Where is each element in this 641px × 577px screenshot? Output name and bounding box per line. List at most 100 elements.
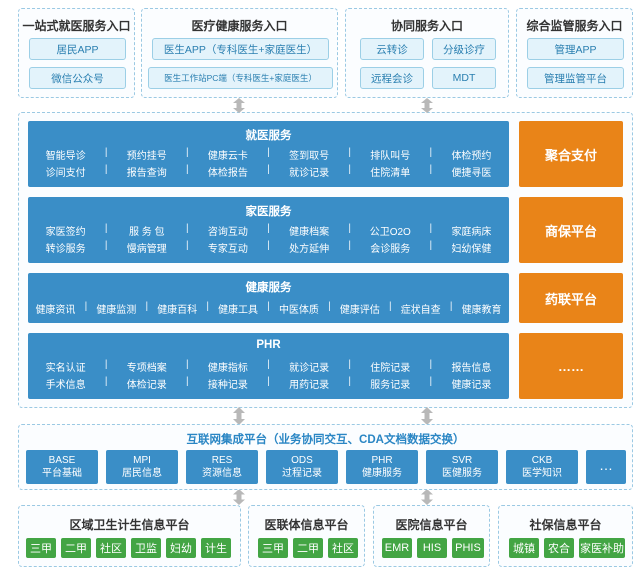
platform-item[interactable]: 社区 bbox=[96, 538, 126, 558]
platform-item[interactable]: 卫监 bbox=[131, 538, 161, 558]
resident-app-button[interactable]: 居民APP bbox=[29, 38, 126, 60]
platform-item[interactable]: PHIS bbox=[452, 538, 484, 558]
service-item[interactable]: 咨询互动 bbox=[207, 227, 248, 238]
pharmacy-alliance-box[interactable]: 药联平台 bbox=[519, 273, 623, 323]
separator: | bbox=[104, 240, 108, 251]
platform-item[interactable]: 农合 bbox=[544, 538, 574, 558]
more-tile[interactable]: … bbox=[586, 450, 626, 484]
service-item[interactable]: 智能导诊 bbox=[45, 151, 86, 162]
medical-service-row-2: 诊间支付| 报告查询| 体检报告| 就诊记录| 住院清单| 便捷寻医 bbox=[28, 164, 509, 179]
doctor-pc-workstation-button[interactable]: 医生工作站PC端（专科医生+家庭医生） bbox=[148, 67, 333, 89]
service-item[interactable]: 健康档案 bbox=[289, 227, 330, 238]
platform-item[interactable]: 二甲 bbox=[293, 538, 323, 558]
medical-service-title: 就医服务 bbox=[245, 130, 292, 142]
service-item[interactable]: 排队叫号 bbox=[370, 151, 411, 162]
service-item[interactable]: 实名认证 bbox=[45, 363, 86, 374]
separator: | bbox=[104, 359, 108, 370]
service-item[interactable]: 症状自查 bbox=[400, 305, 441, 316]
service-item[interactable]: 就诊记录 bbox=[289, 168, 330, 179]
management-platform-button[interactable]: 管理监管平台 bbox=[527, 67, 624, 89]
platform-item[interactable]: 社区 bbox=[328, 538, 358, 558]
separator: | bbox=[186, 359, 189, 370]
service-item[interactable]: 服务记录 bbox=[370, 380, 411, 391]
remote-consult-button[interactable]: 远程会诊 bbox=[360, 67, 424, 89]
service-item[interactable]: 用药记录 bbox=[289, 380, 330, 391]
platform-item[interactable]: EMR bbox=[382, 538, 412, 558]
platform-item[interactable]: 计生 bbox=[201, 538, 231, 558]
service-item[interactable]: 家医签约 bbox=[45, 227, 86, 238]
service-item[interactable]: 公卫O2O bbox=[369, 227, 411, 238]
service-item[interactable]: 体检预约 bbox=[451, 151, 492, 162]
service-item[interactable]: 报告信息 bbox=[451, 363, 492, 374]
service-item[interactable]: 处方延伸 bbox=[289, 244, 330, 255]
service-item[interactable]: 健康资讯 bbox=[35, 305, 76, 316]
platform-item[interactable]: 三甲 bbox=[258, 538, 288, 558]
service-item[interactable]: 住院清单 bbox=[370, 168, 411, 179]
service-item[interactable]: 中医体质 bbox=[278, 305, 319, 316]
service-item[interactable]: 家庭病床 bbox=[451, 227, 492, 238]
tiered-diagnosis-button[interactable]: 分级诊疗 bbox=[432, 38, 496, 60]
service-item[interactable]: 健康评估 bbox=[339, 305, 380, 316]
service-item[interactable]: 手术信息 bbox=[45, 380, 86, 391]
service-item[interactable]: 接种记录 bbox=[207, 380, 248, 391]
platform-item[interactable]: 二甲 bbox=[61, 538, 91, 558]
separator: | bbox=[429, 359, 433, 370]
platform-item[interactable]: HIS bbox=[417, 538, 447, 558]
service-item[interactable]: 预约挂号 bbox=[126, 151, 167, 162]
service-item[interactable]: 妇幼保健 bbox=[451, 244, 492, 255]
double-arrow-icon bbox=[233, 98, 245, 113]
mdt-button[interactable]: MDT bbox=[432, 67, 496, 89]
service-item[interactable]: 慢病管理 bbox=[126, 244, 167, 255]
one-stop-entry-title: 一站式就医服务入口 bbox=[22, 19, 131, 33]
platform-title: 医院信息平台 bbox=[395, 518, 468, 532]
wechat-official-account-button[interactable]: 微信公众号 bbox=[29, 67, 126, 89]
separator: | bbox=[84, 301, 88, 312]
platform-item[interactable]: 三甲 bbox=[26, 538, 56, 558]
platform-item[interactable]: 城镇 bbox=[509, 538, 539, 558]
service-item[interactable]: 健康百科 bbox=[157, 305, 198, 316]
separator: | bbox=[145, 301, 149, 312]
service-item[interactable]: 健康工具 bbox=[218, 305, 259, 316]
service-item[interactable]: 健康云卡 bbox=[207, 151, 248, 162]
service-item[interactable]: 报告查询 bbox=[126, 168, 167, 179]
tile-name: 居民信息 bbox=[122, 468, 162, 479]
service-item[interactable]: 专家互动 bbox=[207, 244, 248, 255]
commercial-insurance-box[interactable]: 商保平台 bbox=[519, 197, 623, 263]
platform-item[interactable]: 家医补助 bbox=[579, 538, 625, 558]
doctor-app-button[interactable]: 医生APP（专科医生+家庭医生） bbox=[152, 38, 329, 60]
separator: | bbox=[267, 359, 270, 370]
service-item[interactable]: 健康监测 bbox=[96, 305, 137, 316]
platform-item[interactable]: 妇幼 bbox=[166, 538, 196, 558]
separator: | bbox=[348, 376, 351, 387]
separator: | bbox=[104, 376, 108, 387]
service-item[interactable]: 专项档案 bbox=[126, 363, 167, 374]
service-item[interactable]: 便捷寻医 bbox=[451, 168, 492, 179]
service-item[interactable]: 诊间支付 bbox=[45, 168, 86, 179]
medical-entry-panel: 医疗健康服务入口 医生APP（专科医生+家庭医生） 医生工作站PC端（专科医生+… bbox=[141, 8, 338, 98]
service-item[interactable]: 住院记录 bbox=[370, 363, 411, 374]
more-box[interactable]: …… bbox=[519, 333, 623, 399]
cloud-referral-button[interactable]: 云转诊 bbox=[360, 38, 424, 60]
service-item[interactable]: 健康教育 bbox=[461, 305, 502, 316]
service-item[interactable]: 体检报告 bbox=[207, 168, 248, 179]
service-item[interactable]: 健康记录 bbox=[451, 380, 492, 391]
separator: | bbox=[429, 164, 433, 175]
separator: | bbox=[104, 147, 108, 158]
service-item[interactable]: 转诊服务 bbox=[45, 244, 86, 255]
service-item[interactable]: 健康指标 bbox=[207, 363, 248, 374]
management-app-button[interactable]: 管理APP bbox=[527, 38, 624, 60]
phr-row-1: 实名认证| 专项档案| 健康指标| 就诊记录| 住院记录| 报告信息 bbox=[28, 359, 509, 374]
aggregate-payment-box[interactable]: 聚合支付 bbox=[519, 121, 623, 187]
service-item[interactable]: 体检记录 bbox=[126, 380, 167, 391]
service-item[interactable]: 服 务 包 bbox=[128, 227, 165, 238]
service-item[interactable]: 签到取号 bbox=[289, 151, 330, 162]
service-item[interactable]: 会诊服务 bbox=[370, 244, 411, 255]
service-item[interactable]: 就诊记录 bbox=[289, 363, 330, 374]
